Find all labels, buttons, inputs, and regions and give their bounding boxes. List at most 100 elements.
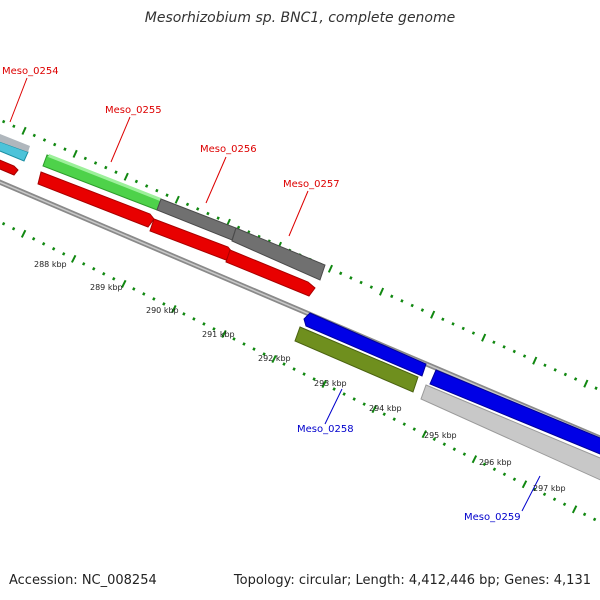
minor-tick: [202, 322, 206, 326]
minor-tick: [2, 119, 6, 124]
minor-tick: [112, 277, 116, 281]
minor-tick: [594, 386, 598, 390]
major-tick: [327, 264, 334, 273]
minor-tick: [232, 337, 236, 341]
minor-tick: [114, 170, 118, 175]
major-tick: [123, 172, 129, 181]
minor-tick: [522, 354, 527, 358]
tick-label: 288 kbp: [34, 260, 67, 269]
major-tick: [221, 329, 227, 339]
gene-label-meso-0258[interactable]: Meso_0258: [297, 424, 354, 435]
minor-tick: [400, 299, 404, 303]
gene-label-meso-0259[interactable]: Meso_0259: [464, 512, 521, 523]
gene-meso-0259[interactable]: [420, 369, 600, 482]
minor-tick: [252, 347, 256, 351]
dotted-guide-tracks: [1, 119, 598, 522]
minor-tick: [216, 216, 220, 220]
tick-label: 297 kbp: [533, 484, 566, 493]
minor-tick: [592, 517, 597, 522]
gene-label-meso-0256[interactable]: Meso_0256: [200, 144, 257, 155]
minor-tick: [339, 271, 343, 276]
minor-tick: [332, 387, 336, 391]
accession-text: Accession: NC_008254: [9, 573, 157, 588]
minor-tick: [420, 308, 425, 312]
minor-tick: [1, 221, 6, 226]
major-tick: [430, 310, 436, 319]
minor-tick: [552, 497, 557, 502]
minor-tick: [369, 285, 374, 289]
minor-tick: [359, 280, 363, 285]
minor-tick: [162, 302, 166, 306]
major-tick: [21, 126, 27, 135]
tick-label: 295 kbp: [424, 431, 457, 440]
minor-tick: [63, 147, 67, 151]
minor-tick: [82, 262, 86, 266]
minor-tick: [502, 345, 506, 349]
tick-label: 296 kbp: [479, 458, 512, 467]
tick-label: 290 kbp: [146, 306, 179, 315]
minor-tick: [104, 165, 108, 170]
minor-tick: [362, 402, 366, 406]
minor-tick: [492, 340, 496, 345]
minor-tick: [532, 487, 537, 492]
gene-label-meso-0257[interactable]: Meso_0257: [283, 179, 340, 190]
minor-tick: [292, 367, 296, 371]
gene-meso-0258[interactable]: [294, 312, 427, 393]
tick-label: 291 kbp: [202, 330, 235, 339]
major-tick: [378, 287, 385, 296]
minor-tick: [192, 317, 196, 321]
gene-meso-0255[interactable]: [37, 154, 162, 228]
tick-label: 293 kbp: [314, 379, 347, 388]
gene-meso-0254[interactable]: [0, 132, 30, 176]
minor-tick: [562, 502, 567, 507]
minor-tick: [432, 437, 437, 441]
minor-tick: [11, 226, 16, 231]
tick-label: 294 kbp: [369, 404, 402, 413]
minor-tick: [462, 452, 467, 456]
minor-tick: [342, 392, 346, 396]
minor-tick: [392, 417, 396, 421]
minor-tick: [352, 397, 356, 401]
major-tick: [171, 304, 177, 313]
genome-backbone: [0, 179, 600, 441]
minor-tick: [134, 179, 139, 184]
minor-tick: [165, 193, 169, 197]
minor-tick: [442, 442, 447, 446]
gene-meso-0257[interactable]: [225, 227, 326, 297]
tick-label: 292 kbp: [258, 354, 291, 363]
minor-tick: [312, 377, 316, 381]
minor-tick: [212, 327, 216, 331]
genome-title: Mesorhizobium sp. BNC1, complete genome: [144, 10, 456, 26]
minor-tick: [236, 225, 241, 230]
major-tick: [421, 430, 427, 439]
minor-tick: [32, 133, 36, 138]
minor-tick: [51, 247, 56, 251]
tick-label: 289 kbp: [90, 283, 123, 292]
minor-tick: [451, 322, 455, 326]
minor-tick: [410, 303, 414, 308]
major-tick: [471, 455, 478, 464]
major-tick: [121, 279, 127, 288]
minor-tick: [349, 276, 353, 280]
gene-labels: Meso_0254 Meso_0255 Meso_0256 Meso_0257 …: [2, 66, 521, 523]
minor-tick: [242, 342, 246, 346]
gene-label-meso-0254[interactable]: Meso_0254: [2, 66, 59, 77]
minor-tick: [196, 207, 200, 211]
reverse-strand-genes: [294, 312, 600, 482]
gene-label-meso-0255[interactable]: Meso_0255: [105, 105, 162, 116]
minor-tick: [262, 352, 266, 356]
minor-tick: [92, 267, 96, 271]
minor-tick: [492, 467, 497, 472]
genome-summary-text: Topology: circular; Length: 4,412,446 bp…: [233, 573, 591, 588]
minor-tick: [53, 142, 57, 147]
label-leaders: [9, 77, 541, 512]
minor-tick: [553, 368, 557, 372]
minor-tick: [482, 462, 487, 467]
minor-tick: [41, 242, 46, 246]
major-tick: [371, 405, 377, 414]
minor-tick: [185, 202, 190, 207]
minor-tick: [412, 427, 416, 431]
minor-tick: [102, 272, 106, 276]
